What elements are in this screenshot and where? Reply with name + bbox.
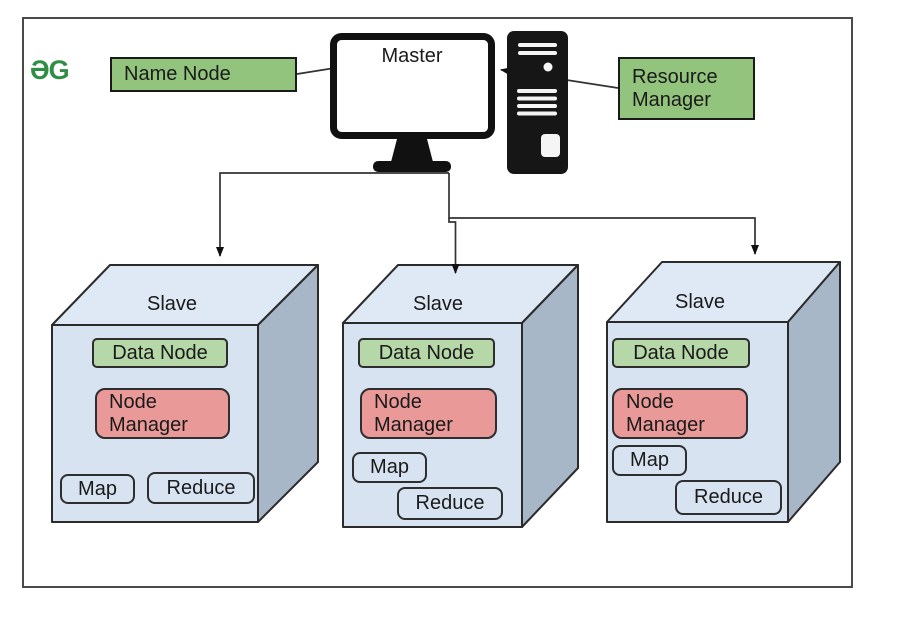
name-node-box: Name Node xyxy=(110,57,297,92)
node-manager-box: Node Manager xyxy=(612,388,748,439)
slave-title: Slave xyxy=(674,290,726,313)
data-node-box: Data Node xyxy=(612,338,750,368)
data-node-box: Data Node xyxy=(92,338,228,368)
connector-master-to-slave3 xyxy=(448,173,759,255)
map-box: Map xyxy=(612,445,687,476)
connector-master-to-slave1 xyxy=(216,172,449,257)
monitor-icon xyxy=(330,33,495,172)
slave-title: Slave xyxy=(412,292,464,315)
node-manager-box: Node Manager xyxy=(95,388,230,439)
connector-master-to-slave2 xyxy=(448,218,460,274)
resource-manager-box: Resource Manager xyxy=(618,57,755,120)
map-box: Map xyxy=(60,474,135,504)
data-node-box: Data Node xyxy=(358,338,495,368)
master-label: Master xyxy=(381,44,443,67)
cpu-tower-icon xyxy=(507,31,568,174)
map-box: Map xyxy=(352,452,427,483)
geeksforgeeks-logo-icon: ƏG xyxy=(30,55,70,85)
reduce-box: Reduce xyxy=(397,487,503,520)
reduce-box: Reduce xyxy=(147,472,255,504)
node-manager-box: Node Manager xyxy=(360,388,497,439)
reduce-box: Reduce xyxy=(675,480,782,515)
slave-title: Slave xyxy=(146,292,198,315)
